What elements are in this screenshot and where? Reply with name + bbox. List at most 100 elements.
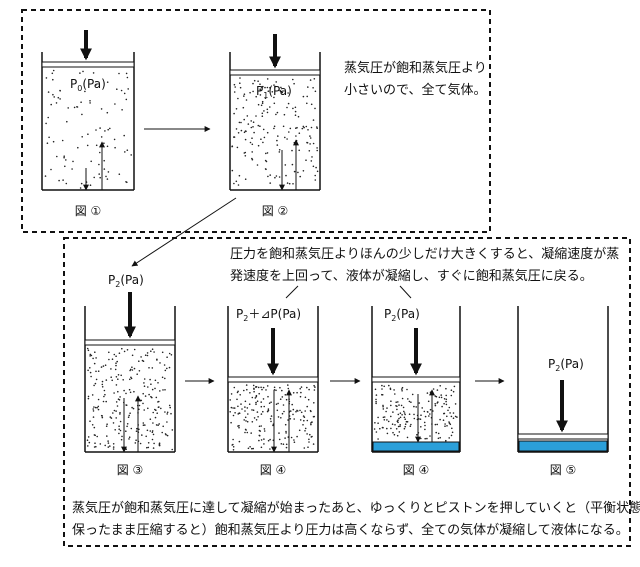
gas-particle (257, 386, 260, 389)
gas-particle (259, 125, 261, 127)
gas-particle (126, 423, 129, 425)
gas-particle (303, 416, 306, 419)
gas-particle (310, 126, 313, 129)
gas-particle (258, 392, 261, 395)
gas-particle (440, 396, 443, 399)
gas-particle (423, 421, 426, 424)
gas-particle (429, 408, 432, 411)
gas-particle (310, 436, 313, 438)
gas-particle (53, 96, 55, 98)
gas-particle (90, 354, 93, 357)
gas-particles (44, 69, 132, 189)
gas-particle (115, 362, 117, 365)
gas-particle (287, 92, 289, 94)
gas-particle (110, 376, 112, 379)
gas-particle (454, 415, 457, 418)
gas-particle (280, 417, 282, 419)
gas-particle (117, 390, 119, 393)
gas-particle (142, 422, 145, 424)
gas-particle (426, 437, 428, 440)
gas-particle (112, 422, 115, 424)
gas-particle (247, 413, 249, 415)
gas-particle (52, 93, 54, 96)
gas-particle (86, 439, 89, 442)
gas-particle (284, 437, 286, 439)
gas-particle (235, 128, 238, 130)
gas-particle (151, 367, 154, 369)
gas-particle (253, 131, 255, 134)
gas-particle (288, 182, 291, 185)
gas-particle (248, 403, 251, 406)
gas-particle (418, 402, 421, 404)
gas-particle (47, 91, 50, 93)
gas-particles (229, 384, 316, 451)
summary-line1: 蒸気圧が飽和蒸気圧に達して凝縮が始まったあと、ゆっくりとピストンを押していくと（… (72, 500, 640, 516)
gas-particle (102, 365, 105, 367)
gas-particle (115, 384, 118, 386)
gas-particle (63, 155, 65, 157)
gas-particle (429, 391, 432, 394)
gas-particle (144, 395, 147, 397)
gas-particle (445, 387, 447, 390)
gas-particle (120, 89, 123, 92)
gas-particle (276, 409, 279, 412)
gas-particle (116, 360, 118, 363)
gas-particle (150, 350, 152, 353)
gas-particle (237, 97, 239, 100)
gas-particle (126, 76, 129, 79)
gas-particle (106, 178, 109, 180)
gas-particle (293, 418, 296, 420)
gas-particle (256, 164, 259, 166)
gas-particle (310, 422, 312, 424)
gas-particle (259, 88, 262, 90)
figure-4a: P2＋⊿P(Pa) 図 ④ (227, 306, 319, 477)
gas-particle (72, 160, 74, 163)
gas-particle (105, 379, 108, 381)
gas-particle (246, 431, 249, 434)
gas-particle (275, 81, 278, 83)
gas-particle (234, 86, 236, 88)
gas-particle (148, 393, 150, 396)
gas-particle (269, 438, 271, 441)
gas-particle (437, 432, 440, 435)
gas-particle (403, 412, 406, 414)
gas-particle (125, 448, 127, 451)
gas-particle (269, 106, 271, 108)
gas-particle (109, 416, 112, 418)
gas-particle (267, 90, 270, 92)
gas-particle (260, 104, 263, 107)
gas-particle (379, 427, 381, 430)
gas-particle (269, 174, 272, 176)
gas-particle (373, 428, 376, 430)
gas-particle (452, 417, 455, 420)
gas-particle (245, 420, 247, 422)
gas-particle (377, 416, 379, 419)
gas-particle (133, 348, 136, 351)
gas-particle (113, 353, 116, 356)
gas-particle (112, 448, 115, 450)
gas-particle (261, 102, 264, 105)
gas-particle (131, 354, 134, 357)
gas-particle (48, 136, 50, 139)
gas-particle (397, 421, 399, 424)
gas-particle (237, 132, 240, 134)
figure-4b: P2(Pa) 図 ④ (371, 306, 461, 477)
gas-particle (292, 78, 294, 81)
gas-particle (247, 123, 250, 125)
gas-particle (92, 408, 94, 410)
gas-particle (66, 120, 68, 123)
gas-particle (390, 415, 392, 418)
gas-particle (294, 110, 297, 113)
gas-particle (165, 434, 167, 436)
gas-particle (439, 385, 442, 387)
gas-particle (64, 165, 66, 168)
gas-particle (161, 431, 163, 434)
gas-particle (263, 428, 266, 430)
gas-particle (273, 102, 276, 105)
gas-particle (95, 445, 97, 448)
gas-particle (98, 173, 100, 175)
gas-particle (386, 427, 388, 430)
gas-particle (147, 446, 150, 449)
gas-particle (302, 415, 305, 417)
gas-particle (260, 439, 263, 441)
